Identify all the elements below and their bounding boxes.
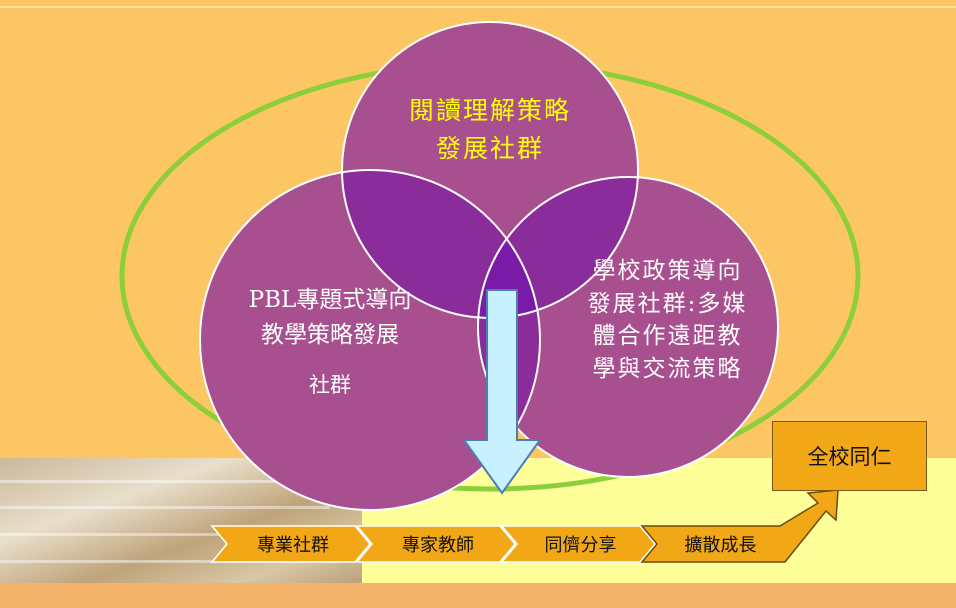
circle-right-label: 學校政策導向 發展社群:多媒 體合作遠距教 學與交流策略 bbox=[587, 258, 748, 382]
step-label: 同儕分享 bbox=[544, 535, 617, 556]
background-divider bbox=[0, 6, 956, 8]
overlap-top-left bbox=[342, 170, 540, 318]
books-photo-edge bbox=[0, 480, 300, 483]
down-arrow-icon bbox=[462, 289, 542, 495]
chevron-4-growth-arrow bbox=[640, 489, 839, 563]
circle-top-label: 閱讀理解策略 發展社群 bbox=[408, 96, 571, 163]
books-photo-edge bbox=[0, 560, 340, 563]
circle-left-label: PBL專題式導向 教學策略發展 bbox=[248, 287, 412, 348]
overlap-top-right bbox=[478, 177, 638, 318]
background-bottom-strip bbox=[0, 583, 956, 608]
step-label: 專家教師 bbox=[402, 535, 474, 556]
books-photo-edge bbox=[0, 506, 330, 509]
chevron-2 bbox=[355, 525, 516, 563]
chevron-1 bbox=[210, 525, 371, 563]
target-badge: 全校同仁 bbox=[772, 421, 927, 491]
books-photo-edge bbox=[0, 533, 280, 536]
circle-right-outline bbox=[477, 176, 779, 478]
circle-left-label-extra: 社群 bbox=[309, 373, 351, 397]
chevron-3 bbox=[500, 525, 656, 563]
step-label: 擴散成長 bbox=[684, 535, 757, 556]
step-label: 專業社群 bbox=[257, 535, 329, 556]
circle-left-outline bbox=[199, 169, 541, 511]
